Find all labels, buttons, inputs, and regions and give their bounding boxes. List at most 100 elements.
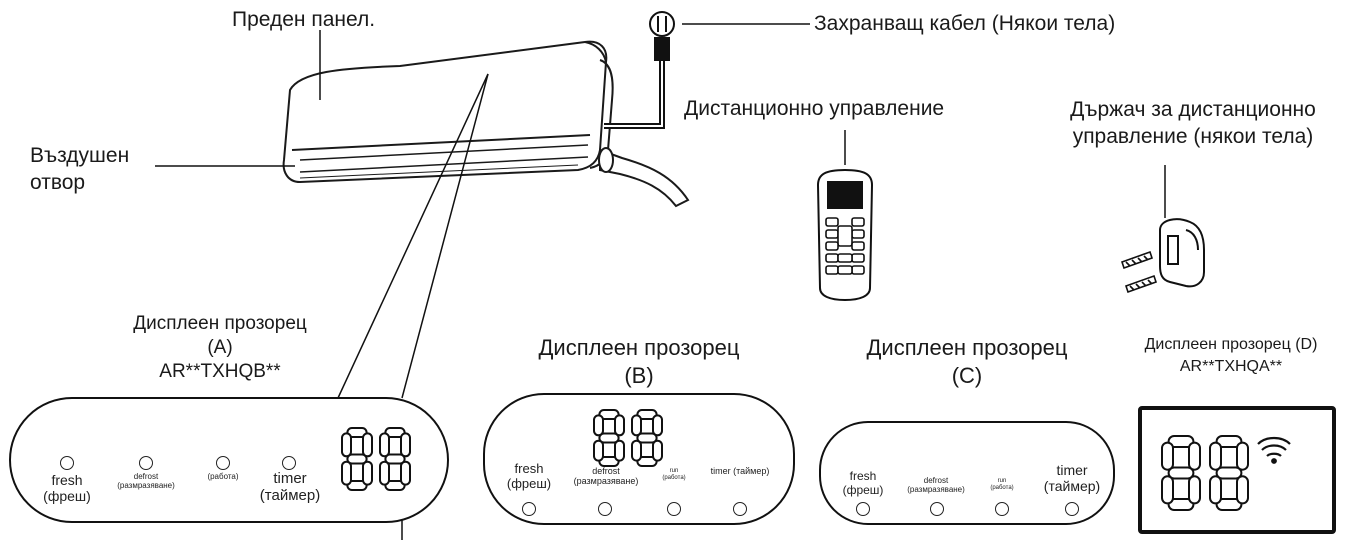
air-outlet-label: Въздушен отвор bbox=[30, 142, 129, 197]
display-b-digit-segment bbox=[652, 439, 663, 462]
display-b-defrost-indicator bbox=[598, 502, 612, 516]
display-a-defrost-indicator bbox=[139, 456, 153, 470]
display-d-title-line1: Дисплеен прозорец (D) bbox=[1144, 336, 1318, 353]
wifi-icon bbox=[1257, 436, 1291, 464]
display-c-run-label: run (работа) bbox=[984, 478, 1020, 492]
display-d-digit-segment bbox=[1167, 466, 1195, 480]
display-a-defrost-label: defrost (размразяване) bbox=[100, 472, 192, 490]
air-outlet-label-line2: отвор bbox=[30, 171, 86, 195]
remote-holder-label-line1: Държач за дистанционно bbox=[1070, 98, 1316, 121]
display-d-digit-segment bbox=[1161, 441, 1174, 471]
display-a-title: Дисплеен прозорец (A) AR**TXHQB** bbox=[70, 312, 370, 384]
display-c-fresh-en: fresh bbox=[849, 469, 877, 483]
display-b-digit-segment bbox=[593, 439, 604, 462]
display-d-digit-segment bbox=[1188, 475, 1201, 505]
display-c-title-line1: Дисплеен прозорец bbox=[866, 335, 1068, 360]
display-b-digit-segment bbox=[636, 432, 658, 444]
display-b-title-line1: Дисплеен прозорец bbox=[538, 335, 740, 360]
display-d-digit-segment bbox=[1215, 466, 1243, 480]
display-c-timer-en: timer bbox=[1056, 462, 1088, 478]
display-c-fresh-indicator bbox=[856, 502, 870, 516]
display-c-timer-label: timer (таймер) bbox=[1034, 462, 1110, 494]
display-a-digit-segment bbox=[362, 460, 373, 486]
screw-icon bbox=[1120, 250, 1158, 294]
display-b-digit-segment bbox=[614, 439, 625, 462]
air-outlet-label-line1: Въздушен bbox=[30, 144, 130, 167]
plug-icon bbox=[649, 11, 675, 61]
display-c-title-line2: (C) bbox=[951, 362, 983, 388]
display-b-fresh-label: fresh (фреш) bbox=[496, 461, 562, 492]
display-d-digit-segment bbox=[1209, 475, 1222, 505]
display-c-timer-bg: (таймер) bbox=[1043, 478, 1101, 495]
display-a-digit-segment bbox=[379, 432, 390, 458]
display-d-digit-segment bbox=[1161, 475, 1174, 505]
storage-cable-label: Захранващ кабел (Някои тела) bbox=[814, 12, 1116, 35]
display-a-title-line2: (A) bbox=[207, 337, 233, 359]
remote-holder-icon bbox=[1159, 218, 1205, 288]
display-b-run-bg: (работа) bbox=[662, 474, 686, 481]
display-b-fresh-bg: (фреш) bbox=[506, 475, 552, 491]
display-a-digit-segment bbox=[400, 460, 411, 486]
display-c-title: Дисплеен прозорец (C) bbox=[820, 334, 1114, 389]
display-b-timer-indicator bbox=[733, 502, 747, 516]
display-b-digit-segment bbox=[631, 414, 642, 437]
remote-holder-label: Държач за дистанционно управление (някои… bbox=[1036, 96, 1350, 151]
display-d-digits bbox=[1161, 435, 1249, 511]
display-b-run-en: run bbox=[669, 468, 679, 474]
display-a-timer-label: timer (таймер) bbox=[252, 470, 328, 505]
display-c-panel bbox=[819, 421, 1115, 525]
display-d-title: Дисплеен прозорец (D) AR**TXHQA** bbox=[1108, 334, 1354, 377]
display-d-digit-segment bbox=[1167, 498, 1195, 511]
display-c-fresh-bg: (фреш) bbox=[842, 482, 884, 497]
display-a-digit-segment bbox=[400, 432, 411, 458]
display-b-digit-segment bbox=[598, 432, 620, 444]
display-a-fresh-en: fresh bbox=[51, 472, 83, 488]
display-b-fresh-indicator bbox=[522, 502, 536, 516]
display-d-digit-segment bbox=[1209, 441, 1222, 471]
display-a-fresh-indicator bbox=[60, 456, 74, 470]
display-b-digits bbox=[593, 409, 663, 467]
display-b-digit-segment bbox=[631, 439, 642, 462]
display-d-digit-segment bbox=[1215, 498, 1243, 511]
display-b-run-indicator bbox=[667, 502, 681, 516]
display-c-timer-indicator bbox=[1065, 502, 1079, 516]
display-c-defrost-en: defrost bbox=[923, 476, 949, 485]
display-a-defrost-en: defrost bbox=[133, 472, 159, 481]
display-b-digit-segment bbox=[652, 414, 663, 437]
display-a-run-label: (работа) bbox=[207, 472, 239, 481]
display-a-digit-segment bbox=[384, 453, 406, 465]
display-a-timer-en: timer bbox=[273, 470, 307, 487]
display-a-run-indicator bbox=[216, 456, 230, 470]
display-b-timer-label: timer (таймер) bbox=[710, 466, 770, 476]
display-d-model: AR**TXHQA** bbox=[1179, 357, 1283, 375]
display-d-digit-segment bbox=[1236, 441, 1249, 471]
display-a-model: AR**TXHQB** bbox=[159, 361, 281, 383]
display-a-digit-segment bbox=[379, 460, 390, 486]
display-d-digit-segment bbox=[1188, 441, 1201, 471]
display-a-title-line1: Дисплеен прозорец bbox=[133, 313, 307, 334]
display-a-digit-segment bbox=[346, 453, 368, 465]
display-a-fresh-label: fresh (фреш) bbox=[32, 472, 102, 504]
display-b-defrost-bg: (размразяване) bbox=[573, 476, 639, 487]
display-a-digit-segment bbox=[341, 432, 352, 458]
display-a-digit-segment bbox=[362, 432, 373, 458]
remote-control-icon bbox=[816, 168, 874, 302]
display-a-digit-segment bbox=[341, 460, 352, 486]
display-a-fresh-bg: (фреш) bbox=[43, 488, 91, 505]
display-c-fresh-label: fresh (фреш) bbox=[832, 469, 894, 498]
drain-hose-icon bbox=[598, 147, 690, 208]
remote-control-label: Дистанционно управление bbox=[684, 97, 945, 120]
display-a-defrost-bg: (размразяване) bbox=[117, 481, 175, 491]
display-a-digits bbox=[341, 427, 411, 491]
air-conditioner-unit-icon bbox=[282, 40, 614, 184]
display-d-digit-segment bbox=[1167, 435, 1195, 448]
display-a-timer-bg: (таймер) bbox=[259, 487, 321, 505]
display-a-timer-indicator bbox=[282, 456, 296, 470]
display-c-defrost-bg: (размразяване) bbox=[907, 485, 965, 495]
display-b-defrost-en: defrost bbox=[592, 466, 620, 476]
display-c-defrost-label: defrost (размразяване) bbox=[894, 476, 978, 494]
display-c-defrost-indicator bbox=[930, 502, 944, 516]
display-b-digit-segment bbox=[614, 414, 625, 437]
front-panel-label: Преден панел. bbox=[232, 8, 376, 31]
